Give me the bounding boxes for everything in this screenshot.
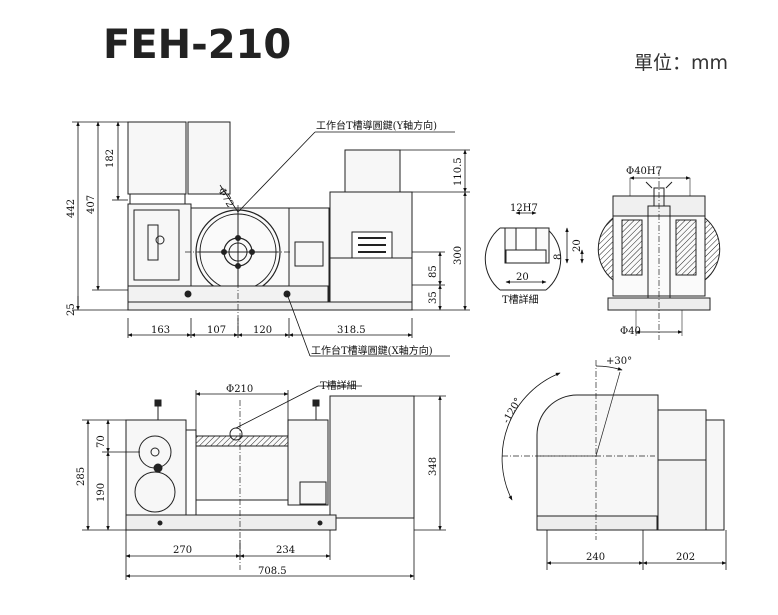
dim-234: 234 <box>276 545 295 556</box>
dim-708-5: 708.5 <box>258 566 287 577</box>
top-view <box>125 395 415 570</box>
tslot-labels: 12H7 20 20 8 T槽詳細 <box>502 203 583 306</box>
dim-407: 407 <box>86 195 97 214</box>
model-title: FEH-210 <box>103 22 292 68</box>
front-dimensions <box>72 121 470 357</box>
angle-plus-30: +30° <box>606 356 632 367</box>
dim-182: 182 <box>105 149 116 168</box>
side-section-view <box>597 170 721 340</box>
dim-20-width: 20 <box>516 272 529 283</box>
dim-270: 270 <box>173 545 192 556</box>
dim-20-height: 20 <box>572 239 583 252</box>
tilt-view <box>500 360 725 540</box>
dim-285: 285 <box>76 467 87 486</box>
dim-8: 8 <box>553 254 564 260</box>
dim-35: 35 <box>428 291 439 304</box>
dim-190: 190 <box>96 483 107 502</box>
dim-442: 442 <box>66 199 77 218</box>
label-x-key: 工作台T槽導圓鍵(X軸方向) <box>311 344 433 357</box>
dim-348: 348 <box>428 457 439 476</box>
top-dimensions <box>82 385 446 580</box>
angle-minus-120: -120° <box>501 396 524 425</box>
label-y-key: 工作台T槽導圓鍵(Y軸方向) <box>316 119 437 132</box>
unit-label: 單位：mm <box>634 52 729 74</box>
dim-300: 300 <box>453 246 464 265</box>
dim-163: 163 <box>151 325 170 336</box>
dim-70: 70 <box>96 435 107 448</box>
dim-318-5: 318.5 <box>337 325 366 336</box>
dim-phi72: Φ72 <box>215 186 235 210</box>
dim-12h7: 12H7 <box>510 203 538 214</box>
tslot-detail <box>484 211 584 291</box>
label-tslot-detail: T槽詳細 <box>502 293 539 306</box>
front-view <box>127 121 413 335</box>
side-section-labels: Φ40H7 Φ40 <box>620 166 662 337</box>
dim-110-5: 110.5 <box>453 157 464 186</box>
front-dimension-labels: 442 407 182 25 163 107 120 318.5 110.5 3… <box>66 119 464 357</box>
dim-phi40h7: Φ40H7 <box>626 166 662 177</box>
dim-phi40: Φ40 <box>620 326 641 337</box>
dim-202: 202 <box>676 552 695 563</box>
dim-107: 107 <box>207 325 226 336</box>
dim-25: 25 <box>66 303 77 316</box>
dim-85: 85 <box>428 265 439 278</box>
dim-phi210: Φ210 <box>226 384 253 395</box>
dim-120: 120 <box>253 325 272 336</box>
top-dimension-labels: Φ210 70 285 190 348 270 234 708.5 T槽詳細 <box>76 379 439 577</box>
label-tslot-detail-2: T槽詳細 <box>320 379 357 392</box>
dim-240: 240 <box>586 552 605 563</box>
tilt-dimensions <box>546 530 727 570</box>
